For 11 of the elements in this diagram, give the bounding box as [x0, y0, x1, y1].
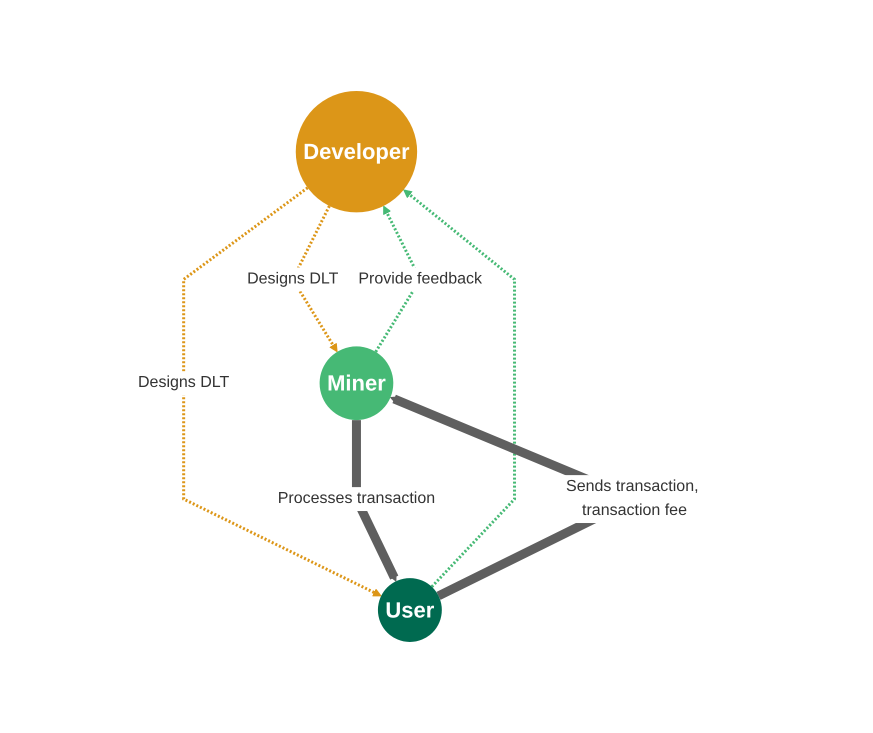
arrow — [404, 189, 516, 588]
edge-label: Designs DLT — [138, 374, 230, 392]
arrow — [352, 420, 399, 582]
arrow — [182, 186, 382, 596]
node-circle: Developer — [296, 91, 418, 212]
edge-label: Sends transaction, transaction fee — [566, 478, 699, 520]
edge-label: Provide feedback — [358, 270, 482, 288]
node-circle: Miner — [320, 346, 394, 420]
node-circle: User — [378, 578, 442, 642]
edge-label: Designs DLT — [247, 270, 339, 288]
edge-label: Processes transaction — [278, 490, 436, 508]
